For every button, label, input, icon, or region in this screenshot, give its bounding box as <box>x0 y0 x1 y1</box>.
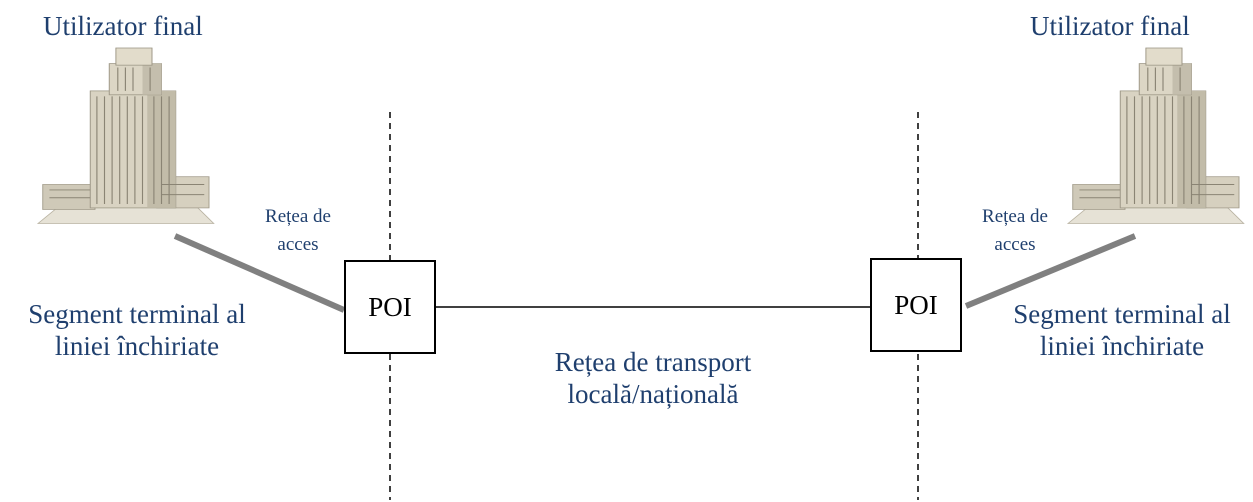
transport-network-label: Rețea de transport locală/națională <box>500 346 806 410</box>
left-segment-line2: liniei închiriate <box>54 331 220 361</box>
right-access-label-line2: acces <box>994 234 1036 255</box>
left-building-icon <box>37 47 215 225</box>
right-segment-line1: Segment terminal al <box>1013 299 1231 329</box>
left-user-label: Utilizator final <box>43 11 203 41</box>
right-poi-label: POI <box>894 289 938 320</box>
transport-line2: locală/națională <box>567 379 739 409</box>
left-access-label-line2: acces <box>277 234 319 255</box>
right-access-label-line1: Rețea de <box>982 206 1048 227</box>
right-segment-line2: liniei închiriate <box>1039 331 1205 361</box>
left-poi-label: POI <box>368 291 412 322</box>
right-access-line <box>964 233 1137 309</box>
transport-line1: Rețea de transport <box>554 347 752 377</box>
left-segment-line1: Segment terminal al <box>28 299 246 329</box>
left-access-label: Rețea de acces <box>235 203 361 259</box>
left-access-label-line1: Rețea de <box>265 206 331 227</box>
right-segment-label: Segment terminal al liniei închiriate <box>993 298 1251 362</box>
left-access-line <box>173 233 346 313</box>
right-building-icon <box>1067 47 1245 225</box>
left-poi-box: POI <box>344 260 436 354</box>
right-access-label: Rețea de acces <box>960 203 1070 259</box>
left-segment-label: Segment terminal al liniei închiriate <box>6 298 268 362</box>
right-poi-box: POI <box>870 258 962 352</box>
right-user-label: Utilizator final <box>1030 11 1190 41</box>
